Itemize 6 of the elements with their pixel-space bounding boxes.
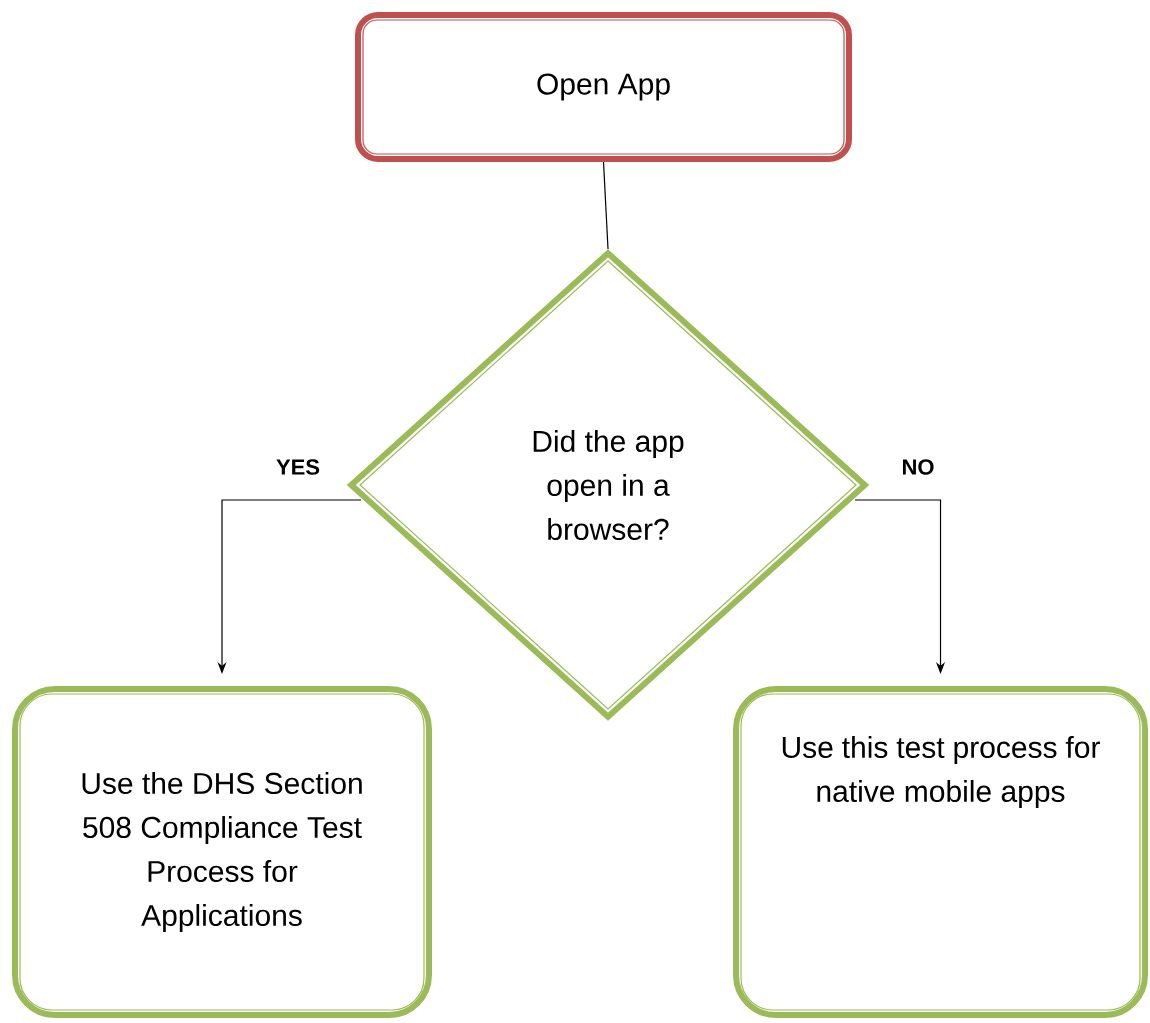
connector-line <box>602 161 609 250</box>
process-box: Open App <box>355 12 852 162</box>
edge-label: YES <box>275 458 321 476</box>
process-box: Use this test process for native mobile apps <box>733 686 1148 1018</box>
process-box: Use the DHS Section 508 Compliance Test Process for Applications <box>12 686 432 1018</box>
edge-label: NO <box>900 458 936 476</box>
